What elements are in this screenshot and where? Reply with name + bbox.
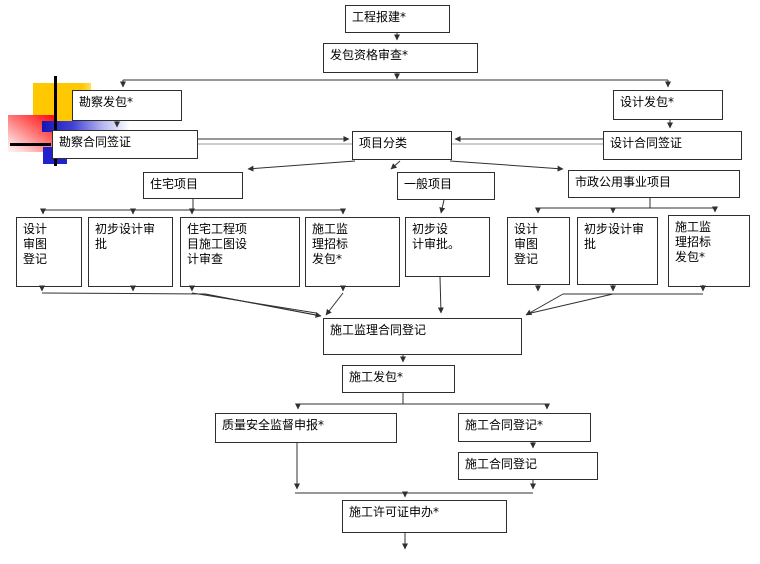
- node-bid-qualification-review: 发包资格审查*: [323, 43, 478, 73]
- node-mun-supervision-bidding: 施工监 理招标 发包*: [668, 215, 750, 287]
- node-project-registration: 工程报建*: [345, 5, 450, 33]
- node-construction-bidding: 施工发包*: [342, 365, 455, 393]
- node-supervision-contract-registration: 施工监理合同登记: [323, 318, 522, 355]
- node-res-design-review-registration: 设计 审图 登记: [16, 217, 82, 287]
- logo-blue-gradient-bar-icon: [42, 121, 130, 132]
- node-res-preliminary-design-approval: 初步设计审批: [88, 217, 173, 287]
- node-general-project: 一般项目: [397, 172, 495, 200]
- node-residential-project: 住宅项目: [143, 172, 243, 199]
- node-quality-safety-declaration: 质量安全监督申报*: [215, 413, 397, 443]
- node-construction-contract-registration-b: 施工合同登记: [458, 452, 598, 480]
- node-construction-contract-registration-a: 施工合同登记*: [458, 413, 591, 442]
- node-gen-preliminary-design-approval: 初步设 计审批。: [405, 217, 490, 277]
- node-construction-permit-application: 施工许可证申办*: [342, 500, 507, 533]
- node-mun-design-review-registration: 设计 审图 登记: [507, 217, 570, 285]
- node-res-supervision-bidding: 施工监 理招标 发包*: [305, 217, 400, 287]
- node-survey-bidding: 勘察发包*: [72, 90, 182, 121]
- logo-horizontal-line-icon: [10, 143, 51, 146]
- node-mun-preliminary-design-approval: 初步设计审批: [577, 217, 658, 285]
- node-res-construction-drawing-review: 住宅工程项 目施工图设 计审查: [180, 217, 300, 287]
- node-project-classification: 项目分类: [352, 131, 452, 160]
- node-survey-contract-visa: 勘察合同签证: [52, 130, 198, 159]
- logo-vertical-line-icon: [54, 76, 57, 166]
- node-design-contract-visa: 设计合同签证: [603, 131, 742, 160]
- node-municipal-project: 市政公用事业项目: [568, 170, 740, 198]
- node-design-bidding: 设计发包*: [613, 90, 723, 120]
